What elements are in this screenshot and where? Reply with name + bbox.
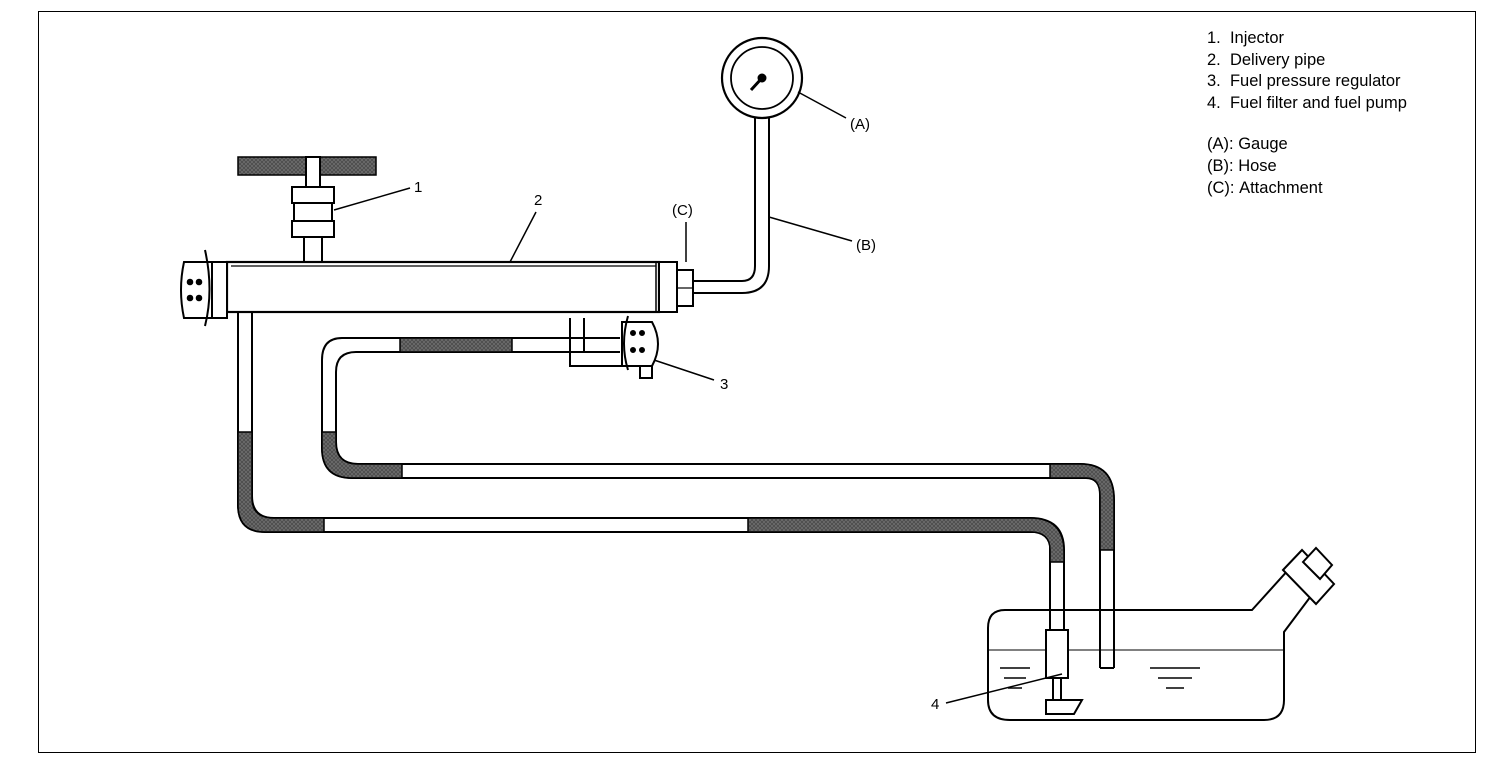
legend-item-injector: 1. Injector bbox=[1207, 29, 1285, 47]
injector bbox=[291, 156, 335, 265]
gauge bbox=[720, 36, 804, 120]
gauge-hose bbox=[693, 118, 770, 294]
fuel-level-marks bbox=[1000, 667, 1200, 689]
legend-item-filter-pump: 4. Fuel filter and fuel pump bbox=[1207, 93, 1407, 112]
return-hose-sections bbox=[321, 337, 1115, 551]
attachment bbox=[658, 261, 694, 313]
fuel-filter-and-pump bbox=[1045, 629, 1084, 715]
callout-gauge: (A) bbox=[850, 116, 870, 133]
legend-item-delivery-pipe: 2. Delivery pipe bbox=[1207, 50, 1326, 69]
regulator-connection bbox=[258, 311, 636, 367]
legend-item-attachment: (C): Attachment bbox=[1207, 178, 1323, 197]
legend-item-gauge: (A): Gauge bbox=[1207, 135, 1288, 154]
fuel-tank bbox=[987, 566, 1316, 721]
fuel-tank-filler-neck bbox=[1281, 546, 1336, 606]
delivery-pipe-end-cap bbox=[180, 249, 228, 327]
feed-hose-sections bbox=[237, 431, 1065, 563]
delivery-pipe bbox=[225, 260, 661, 314]
callout-filter-pump: 4 bbox=[931, 696, 939, 713]
callout-injector: 1 bbox=[414, 179, 422, 196]
callout-hose: (B) bbox=[856, 237, 876, 254]
return-line bbox=[321, 337, 1115, 669]
diagram-frame bbox=[38, 11, 1476, 753]
legend: 1. Injector 2. Delivery pipe 3. Fuel pre… bbox=[1207, 28, 1407, 199]
legend-item-regulator: 3. Fuel pressure regulator bbox=[1207, 72, 1401, 91]
callout-delivery-pipe: 2 bbox=[534, 192, 542, 209]
callout-attachment: (C) bbox=[672, 202, 693, 219]
leader-lines bbox=[333, 91, 1063, 704]
fuel-pressure-regulator bbox=[621, 315, 659, 379]
callout-regulator: 3 bbox=[720, 376, 728, 393]
legend-item-hose: (B): Hose bbox=[1207, 156, 1277, 175]
